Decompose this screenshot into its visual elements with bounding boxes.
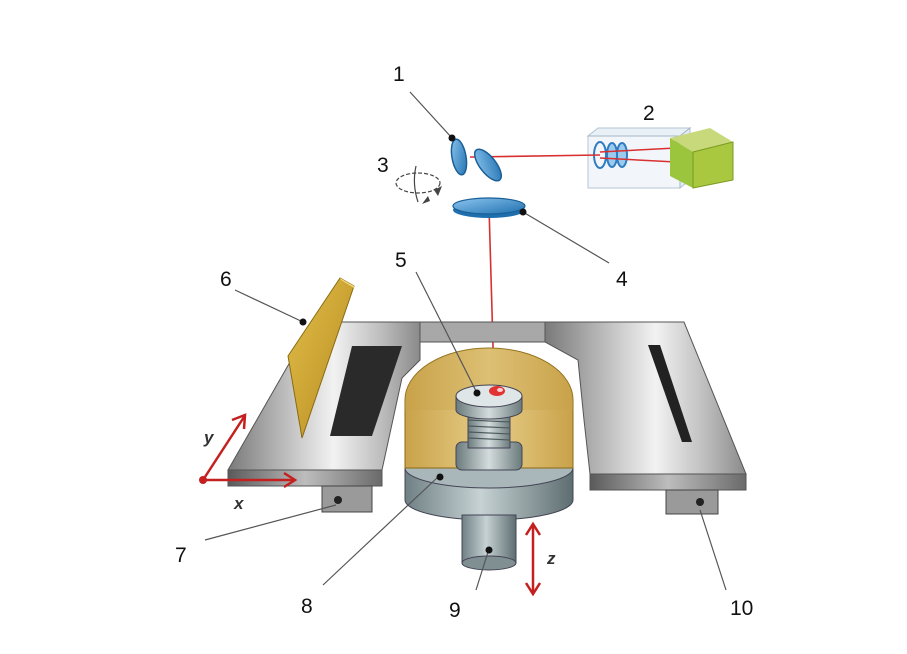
xy-axis-arrows <box>199 413 298 489</box>
label-4: 4 <box>616 268 628 291</box>
focusing-lens <box>452 197 526 218</box>
scanning-mirrors <box>450 138 503 182</box>
label-7: 7 <box>175 544 187 567</box>
label-10: 10 <box>730 597 753 620</box>
label-3: 3 <box>377 154 389 177</box>
side-target-plate <box>287 277 355 439</box>
axis-x-label: x <box>233 494 245 513</box>
rotation-arrow-icon <box>395 165 442 204</box>
left-platform <box>227 321 421 487</box>
right-platform <box>544 321 747 491</box>
label-6: 6 <box>220 268 232 291</box>
label-1: 1 <box>393 63 405 86</box>
right-foot <box>665 489 719 515</box>
platform-back-strip <box>419 321 546 343</box>
vertical-shaft <box>461 514 517 571</box>
label-9: 9 <box>449 599 461 622</box>
sample-screw <box>455 384 523 471</box>
label-2: 2 <box>643 102 655 125</box>
left-foot <box>321 485 373 513</box>
axis-y-label: y <box>203 428 215 447</box>
label-8: 8 <box>301 595 313 618</box>
label-5: 5 <box>395 249 407 272</box>
leader-lines <box>204 91 727 591</box>
laser-head-block <box>670 128 734 189</box>
axis-z-label: z <box>546 549 556 568</box>
z-axis-arrow <box>524 521 542 597</box>
